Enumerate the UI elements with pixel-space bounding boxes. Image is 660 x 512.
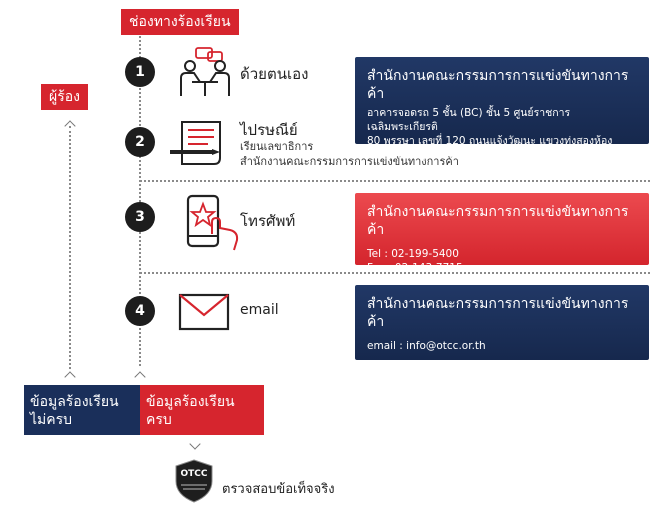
in-person-meeting-icon bbox=[178, 46, 232, 102]
complete-line-2: ครบ bbox=[146, 412, 172, 428]
smartphone-star-icon bbox=[182, 194, 244, 256]
dotted-line-left bbox=[69, 126, 71, 369]
address-line-3: เขตหลักสี่ กรุงเทพมหานคร 10210 bbox=[367, 149, 525, 161]
step-1-title: ด้วยตนเอง bbox=[240, 65, 309, 83]
complete-line-1: ข้อมูลร้องเรียน bbox=[146, 394, 235, 410]
mail-letter-pen-icon bbox=[168, 118, 234, 172]
step-2-recipient: เรียนเลขาธิการ bbox=[240, 140, 314, 153]
phone-tel: Tel : 02-199-5400 bbox=[367, 248, 459, 260]
phone-box: สำนักงานคณะกรรมการการแข่งขันทางการค้า Te… bbox=[355, 193, 649, 274]
address-line-1: อาคารจอดรถ 5 ชั้น (BC) ชั้น 5 ศูนย์ราชกา… bbox=[367, 107, 571, 133]
up-arrow-bottom-right-icon bbox=[134, 371, 146, 383]
incomplete-line-1: ข้อมูลร้องเรียน bbox=[30, 394, 119, 410]
down-arrow-icon bbox=[189, 438, 201, 450]
email-box-title: สำนักงานคณะกรรมการการแข่งขันทางการค้า bbox=[367, 296, 629, 330]
step-3-title: โทรศัพท์ bbox=[240, 212, 296, 230]
complainant-label: ผู้ร้อง bbox=[41, 84, 88, 110]
up-arrow-bottom-left-icon bbox=[64, 371, 76, 383]
step-1-number: 1 bbox=[125, 57, 155, 87]
address-box: สำนักงานคณะกรรมการการแข่งขันทางการค้า อา… bbox=[355, 57, 649, 161]
email-box: สำนักงานคณะกรรมการการแข่งขันทางการค้า em… bbox=[355, 285, 649, 360]
channels-header: ช่องทางร้องเรียน bbox=[121, 9, 239, 35]
dotted-line-steps bbox=[139, 36, 141, 366]
phone-fax: Fax : 02-143-7715 bbox=[367, 262, 463, 274]
incomplete-info-box: ข้อมูลร้องเรียน ไม่ครบ bbox=[24, 385, 140, 435]
complete-info-box: ข้อมูลร้องเรียน ครบ bbox=[140, 385, 264, 435]
incomplete-line-2: ไม่ครบ bbox=[30, 412, 73, 428]
separator-2 bbox=[140, 272, 650, 274]
otcc-logo-text: OTCC bbox=[180, 469, 208, 479]
email-address: email : info@otcc.or.th bbox=[367, 340, 486, 352]
step-2-office: สำนักงานคณะกรรมการการแข่งขันทางการค้า bbox=[240, 155, 459, 168]
step-2-number: 2 bbox=[125, 127, 155, 157]
phone-box-title: สำนักงานคณะกรรมการการแข่งขันทางการค้า bbox=[367, 204, 629, 238]
step-3-number: 3 bbox=[125, 202, 155, 232]
address-box-title: สำนักงานคณะกรรมการการแข่งขันทางการค้า bbox=[367, 68, 629, 102]
envelope-icon bbox=[178, 293, 230, 335]
address-line-2: 80 พรรษา เลขที่ 120 ถนนแจ้งวัฒนะ แขวงทุ่… bbox=[367, 135, 613, 147]
step-4-title: email bbox=[240, 302, 279, 318]
step-4-number: 4 bbox=[125, 296, 155, 326]
otcc-shield-logo: OTCC bbox=[174, 459, 214, 503]
separator-1 bbox=[140, 180, 650, 182]
step-2-title: ไปรษณีย์ bbox=[240, 121, 298, 139]
verify-facts-label: ตรวจสอบข้อเท็จจริง bbox=[222, 482, 335, 497]
